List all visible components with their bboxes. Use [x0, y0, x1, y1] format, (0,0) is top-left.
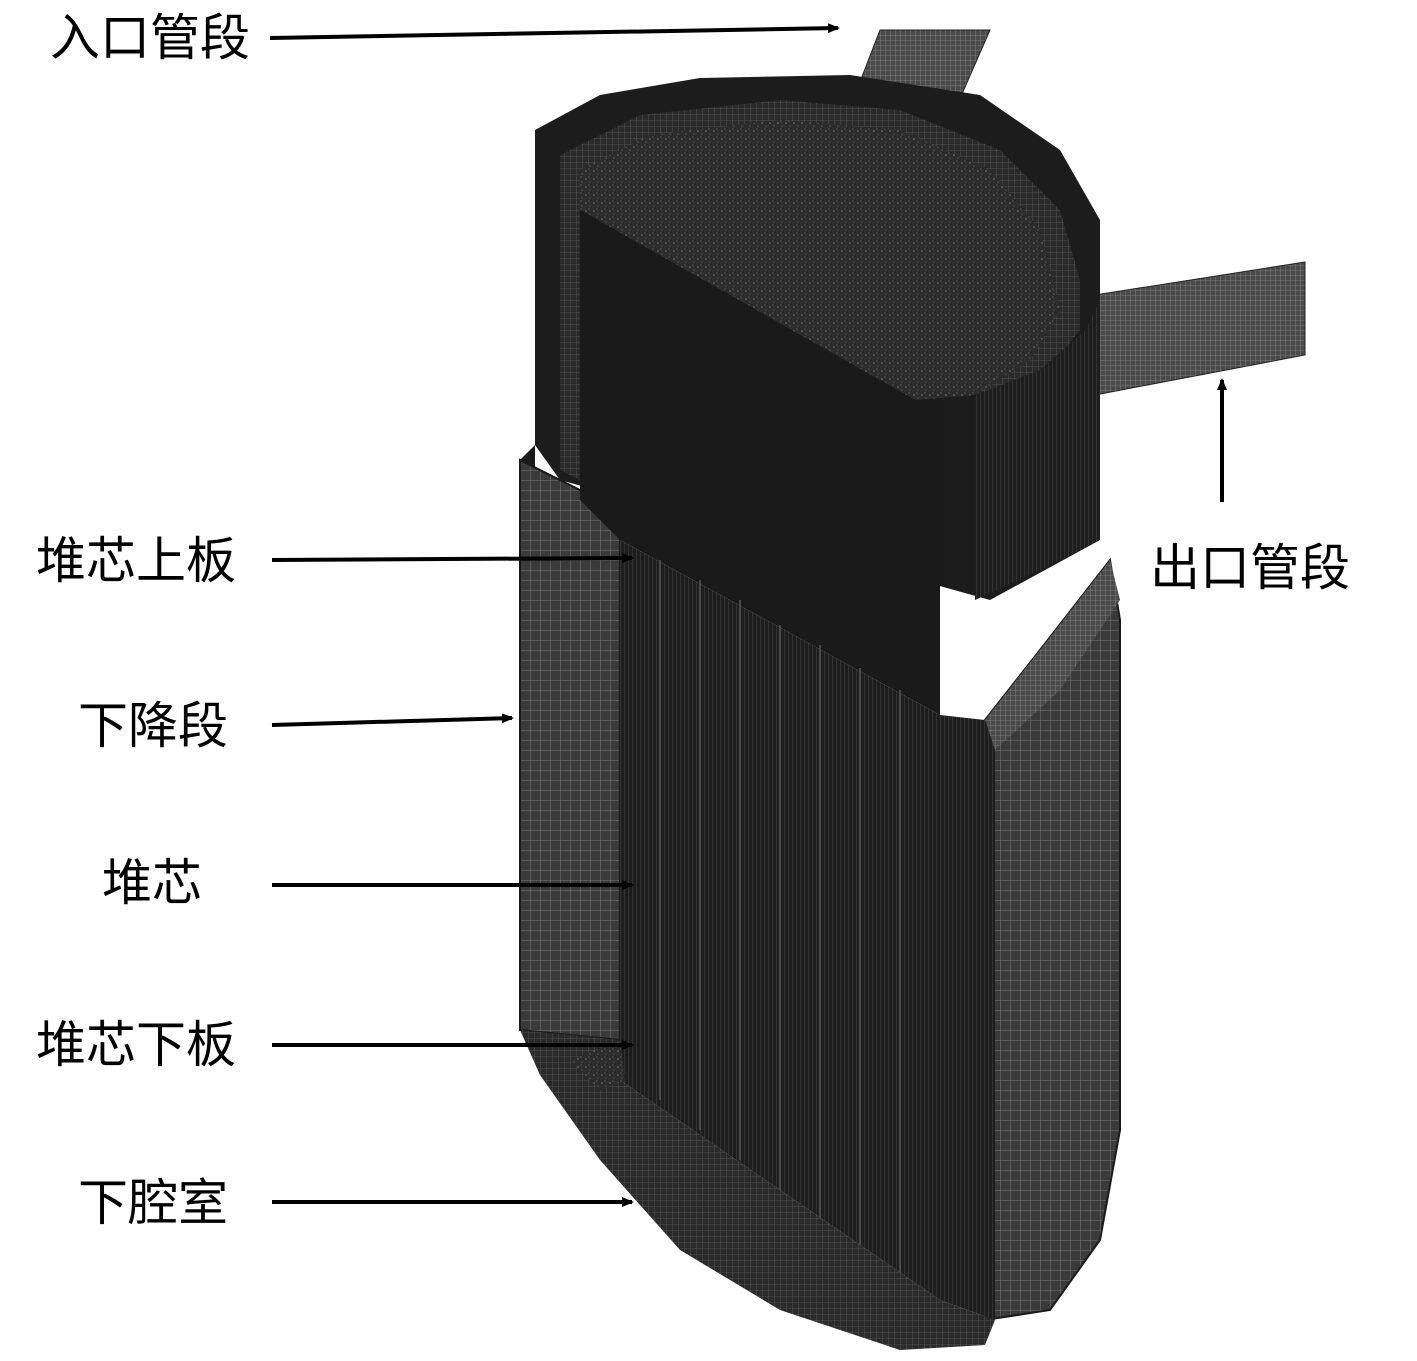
arrow-upper-core-plate: [272, 558, 632, 560]
arrow-downcomer: [272, 718, 512, 725]
label-outlet-pipe: 出口管段: [1150, 539, 1350, 597]
outlet-pipe: [1095, 262, 1305, 395]
label-downcomer: 下降段: [78, 697, 228, 755]
label-lower-plenum: 下腔室: [78, 1174, 228, 1232]
label-upper-core-plate: 堆芯上板: [36, 532, 236, 590]
arrow-inlet-pipe: [270, 28, 838, 38]
vessel-body: [520, 75, 1120, 1350]
label-core: 堆芯: [102, 854, 202, 912]
label-lower-core-plate: 堆芯下板: [36, 1016, 236, 1074]
label-inlet-pipe: 入口管段: [50, 9, 250, 67]
